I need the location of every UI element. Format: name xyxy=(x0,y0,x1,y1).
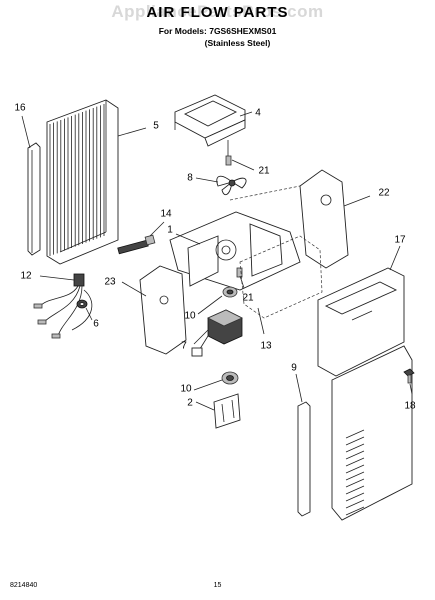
callout-1: 1 xyxy=(167,224,173,236)
part-7-fan-motor xyxy=(191,309,243,357)
callout-10-top: 10 xyxy=(184,310,196,322)
part-2-motor-bracket xyxy=(213,393,241,429)
part-16-strip xyxy=(27,142,41,256)
callout-12: 12 xyxy=(20,270,32,282)
callout-22: 22 xyxy=(378,187,390,199)
models-line: For Models: 7GS6SHEXMS01 xyxy=(158,26,277,36)
page-number: 15 xyxy=(213,582,222,589)
callout-21-mid: 21 xyxy=(242,292,254,304)
part-21-screw-top xyxy=(225,140,232,166)
part-14-probe xyxy=(117,234,156,255)
callout-4: 4 xyxy=(255,107,261,119)
callout-13: 13 xyxy=(260,340,272,352)
page-title: AIR FLOW PARTS xyxy=(146,4,289,21)
part-10-mount-top xyxy=(222,286,238,298)
callout-7: 7 xyxy=(181,340,187,352)
callout-10-bottom: 10 xyxy=(180,383,192,395)
callout-14: 14 xyxy=(160,208,172,220)
part-23-left-panel xyxy=(139,265,187,355)
callout-5: 5 xyxy=(153,120,159,132)
callout-18: 18 xyxy=(404,400,416,412)
part-13-duct-plate xyxy=(239,235,323,319)
part-9-strip xyxy=(297,401,311,517)
callout-17: 17 xyxy=(394,234,406,246)
part-21-screw-mid xyxy=(236,267,243,278)
callout-2: 2 xyxy=(187,397,193,409)
callout-8: 8 xyxy=(187,172,193,184)
part-10-mount-bottom xyxy=(221,371,239,385)
doc-number: 8214840 xyxy=(10,582,38,589)
part-1-fan-housing xyxy=(169,211,301,291)
callout-16: 16 xyxy=(14,102,26,114)
callout-21-top: 21 xyxy=(258,165,270,177)
part-22-side-panel xyxy=(229,169,349,269)
callout-6: 6 xyxy=(93,318,99,330)
part-4-duct-bracket xyxy=(174,94,246,147)
part-17-liner-panel xyxy=(317,267,413,521)
part-8-fan-blade xyxy=(216,175,247,196)
leader-lines xyxy=(21,111,413,411)
callout-9: 9 xyxy=(291,362,297,374)
part-18-screw xyxy=(403,368,415,384)
part-12-wire-harness xyxy=(33,273,93,339)
watermark: AppliancePartsPros.com xyxy=(111,2,324,21)
part-6-grommet xyxy=(76,299,88,309)
finish-line: (Stainless Steel) xyxy=(204,38,271,48)
callout-23: 23 xyxy=(104,276,116,288)
part-5-grille-panel xyxy=(46,99,119,265)
